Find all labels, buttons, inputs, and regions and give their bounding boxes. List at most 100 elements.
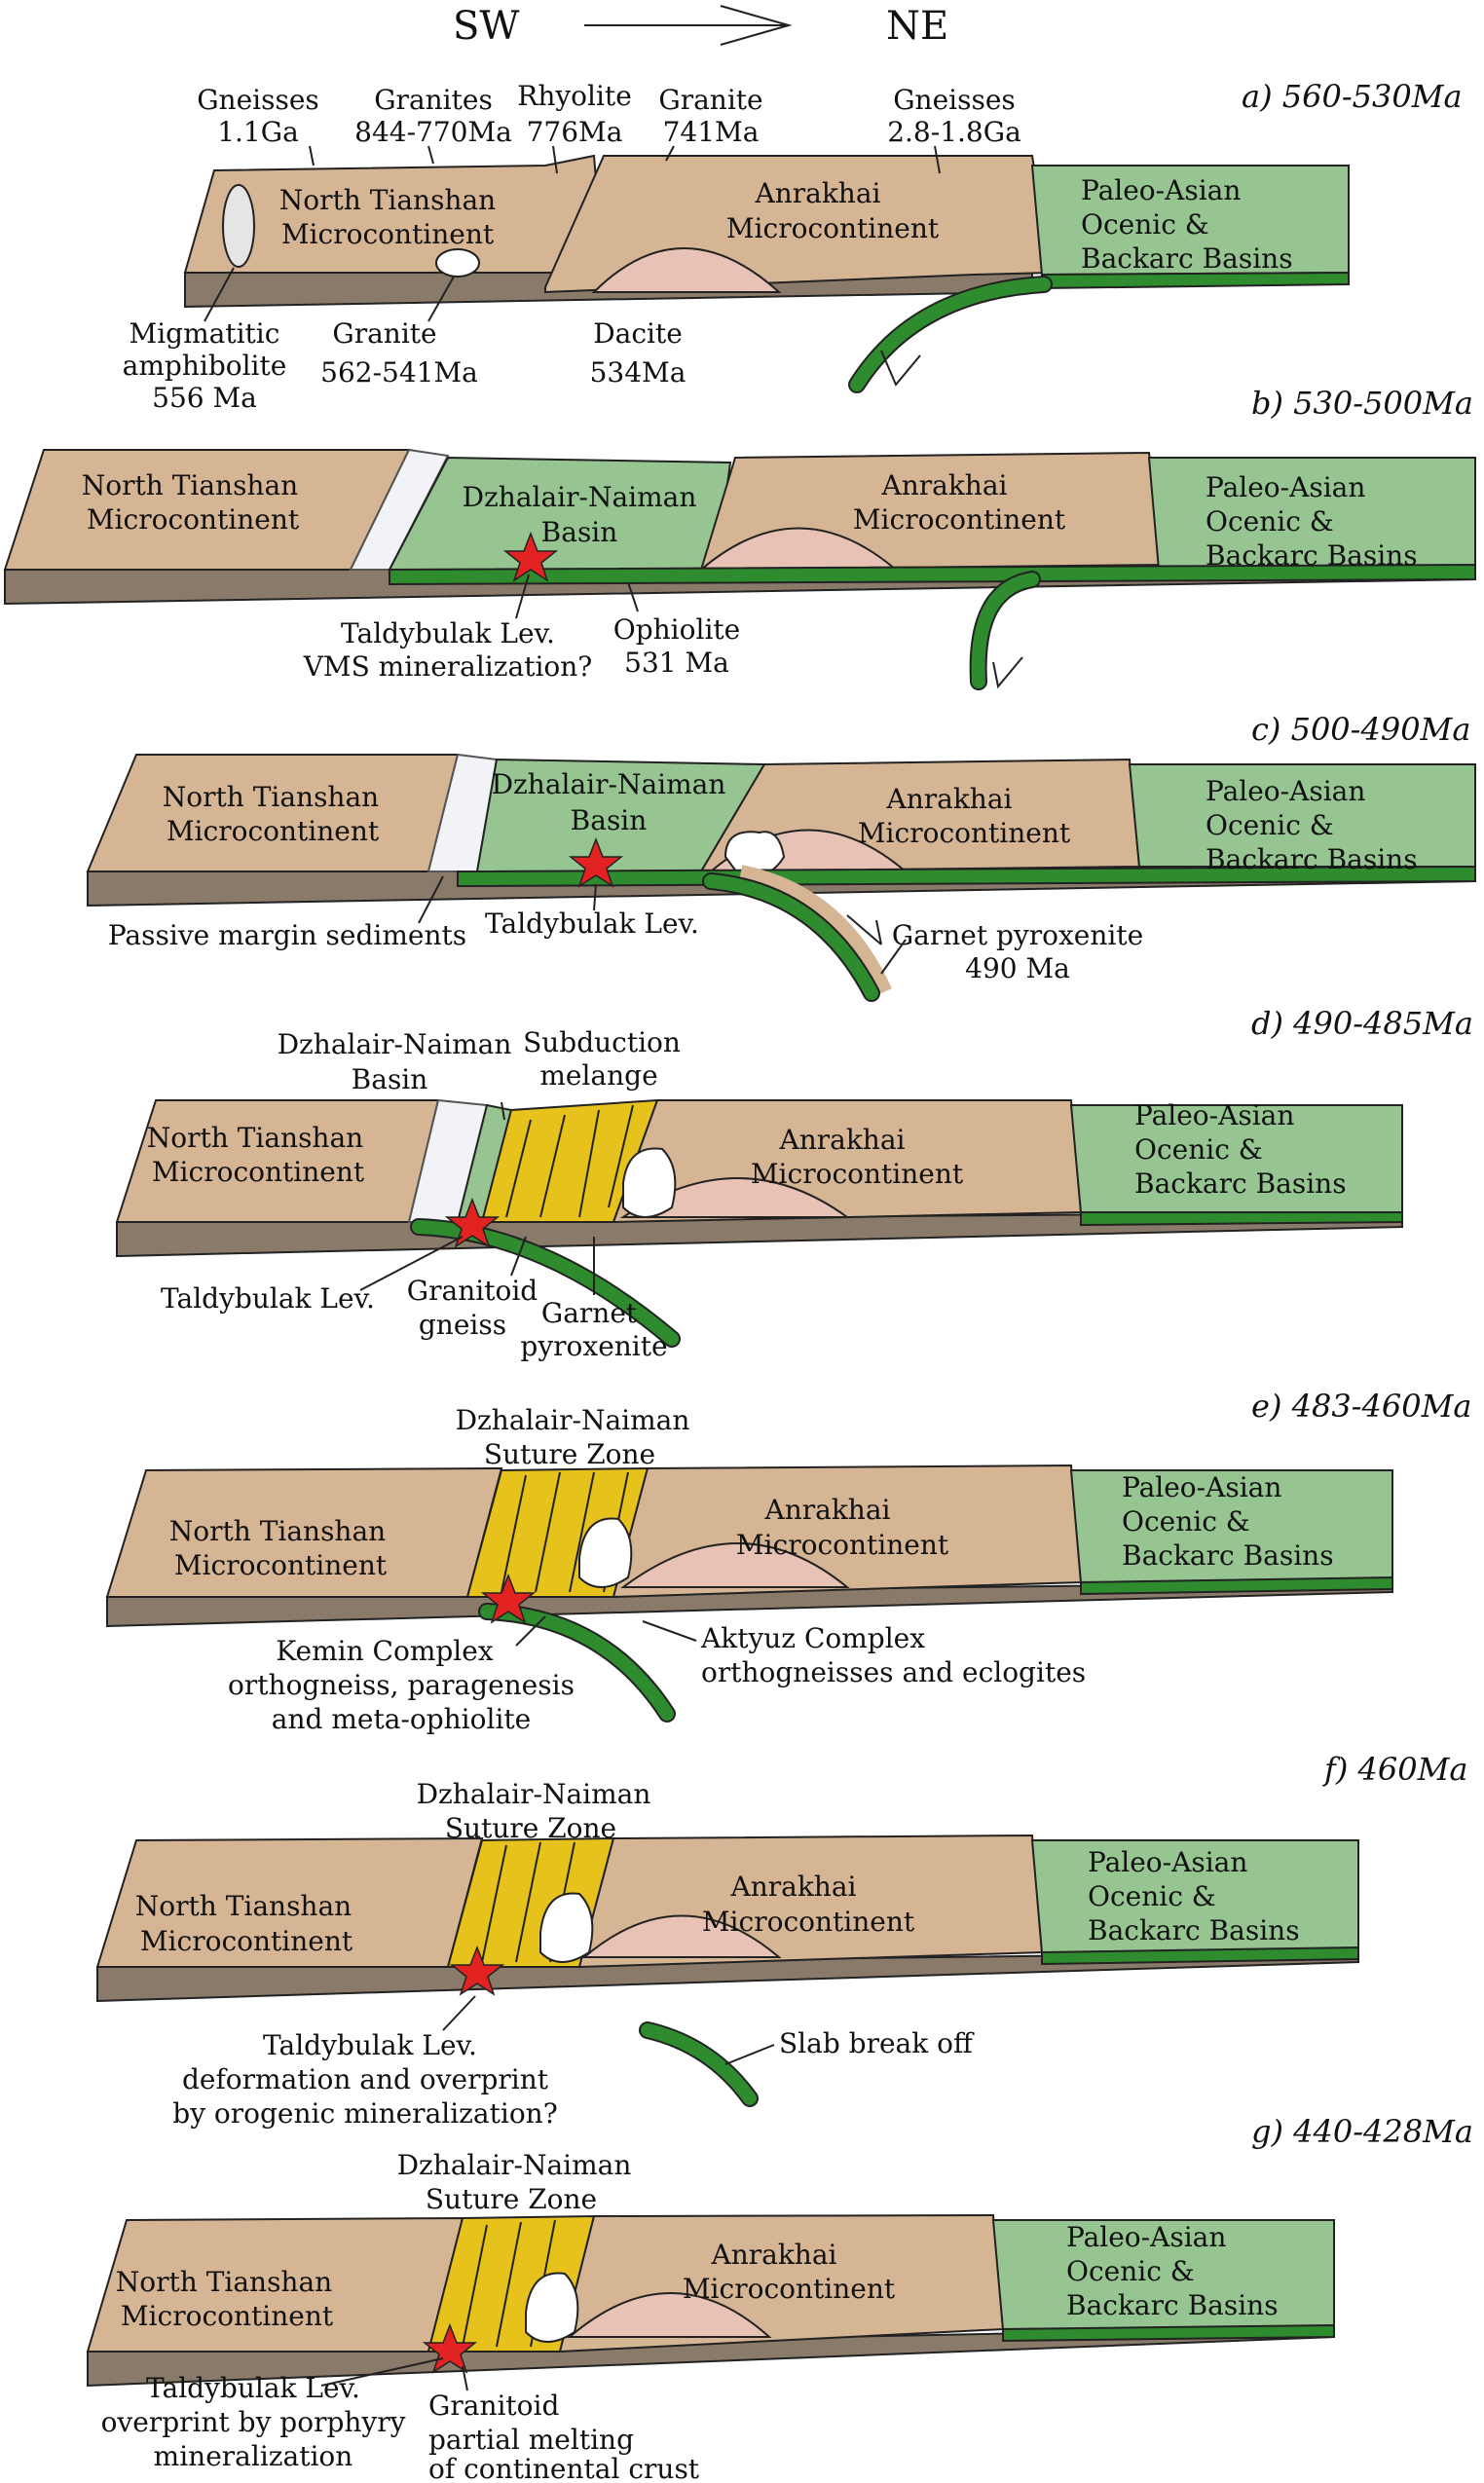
label-migmatitic: Migmatitic [130,317,280,350]
label-taldybulak-f-2: deformation and overprint [182,2063,549,2095]
label-pyroxenite-d: pyroxenite [520,1330,667,1362]
label-anrakhai-g: Anrakhai [711,2239,837,2271]
label-granite-age: 741Ma [663,116,760,148]
panel-a-stage: a) 560-530Ma [1242,78,1463,115]
label-subduction: Subduction [523,1026,681,1058]
label-paleo-asian-d: Paleo-Asian [1134,1099,1294,1131]
label-kemin: Kemin Complex [276,1635,493,1667]
ocean-edge-d [1080,1211,1403,1227]
panel-c: c) 500-490Ma North Tianshan Microcontine… [86,711,1476,1002]
label-north-tianshan: North Tianshan [279,184,496,216]
label-granite-lower: Granite [332,317,436,350]
label-anrakhai-sub: Microcontinent [726,212,940,244]
label-garnet-pyroxenite-age-c: 490 Ma [965,952,1070,984]
label-paleo-asian-2: Ocenic & [1081,208,1209,241]
panel-a-leaders [309,145,941,174]
label-anrakhai-b-sub: Microcontinent [853,503,1066,536]
label-ne-gneisses-age: 2.8-1.8Ga [887,116,1021,148]
panel-b-leaders [515,574,639,619]
pluton-f [539,1892,594,1963]
panel-c-leaders [418,875,907,975]
label-taldybulak-g-3: mineralization [154,2440,353,2472]
slab-c-fill [704,874,878,1000]
panel-f-leaders [442,1995,775,2065]
label-taldybulak-g: Taldybulak Lev. [146,2372,360,2404]
panel-a-lower-leaders [204,267,455,322]
label-paleo-asian-g: Paleo-Asian [1066,2221,1226,2253]
label-taldybulak-g-2: overprint by porphyry [101,2406,406,2438]
panel-b: b) 530-500Ma North Tianshan Microcontine… [3,385,1476,690]
panel-b-stage: b) 530-500Ma [1251,385,1473,422]
label-anrakhai-e: Anrakhai [764,1494,891,1526]
taldybulak-star-b [502,531,559,582]
slab-b-fill [971,573,1039,688]
pluton-e [578,1517,633,1588]
label-dacite: Dacite [593,317,683,350]
taldybulak-star-f [449,1945,505,1996]
sediments-b [349,448,450,571]
label-paleo-asian-c: Paleo-Asian [1206,775,1365,807]
north-tianshan-block [183,154,606,274]
label-ophiolite-b: Ophiolite [613,613,740,646]
volcanic-body-b [698,527,899,571]
ocean-edge-e [1080,1575,1393,1596]
label-suture-g: Suture Zone [426,2183,597,2215]
label-paleo-asian-e-2: Ocenic & [1122,1505,1250,1538]
label-garnet-pyroxenite-c: Garnet pyroxenite [892,919,1143,951]
panel-g: g) 440-428Ma Dzhalair-Naiman Suture Zone… [86,2113,1473,2483]
panel-e-stage: e) 483-460Ma [1251,1388,1471,1425]
panel-d: d) 490-485Ma Dzhalair-Naiman Basin Subdu… [115,1005,1473,1362]
label-paleo-asian-d-3: Backarc Basins [1134,1167,1347,1200]
migmatite-body [222,184,255,268]
label-vms-b: VMS mineralization? [303,650,593,683]
dzhalair-naiman-basin-b [388,456,732,571]
label-rhyolite-age: 776Ma [527,116,623,148]
label-slab-break-off: Slab break off [779,2027,975,2059]
label-suture-f: Suture Zone [445,1812,616,1844]
volcanic-body-g [567,2292,772,2338]
label-anrakhai: Anrakhai [755,177,881,209]
label-kemin-2: orthogneiss, paragenesis [228,1669,575,1701]
dacite-body [591,247,782,293]
label-granites: Granites [374,84,493,116]
label-paleo-asian: Paleo-Asian [1081,174,1241,206]
label-granite: Granite [658,84,762,116]
subduction-arrow-icon-b [992,656,1023,689]
label-paleo-asian-c-2: Ocenic & [1206,809,1334,841]
north-tianshan-block-e [105,1466,503,1598]
label-north-tianshan-f: North Tianshan [135,1890,352,1922]
panel-d-leaders [359,1101,595,1295]
label-ophiolite-age-b: 531 Ma [624,647,729,679]
label-basin-c: Basin [571,804,648,836]
ocean-edge-f [1041,1946,1359,1966]
label-basin-d: Basin [352,1063,428,1095]
label-north-tianshan-c: North Tianshan [163,781,379,813]
volcanic-body-f [581,1914,782,1958]
slab-breakoff-f-fill [641,2023,757,2105]
label-dacite-age: 534Ma [590,356,686,389]
label-taldybulak-c: Taldybulak Lev. [485,908,699,940]
pluton-g [525,2272,579,2343]
north-tianshan-block-c [86,754,460,872]
label-aktyuz: Aktyuz Complex [700,1622,925,1654]
label-north-tianshan-e: North Tianshan [169,1515,386,1547]
label-dzhalair-c: Dzhalair-Naiman [492,768,726,800]
label-dzhalair-g: Dzhalair-Naiman [397,2149,632,2181]
label-dzhalair-f: Dzhalair-Naiman [417,1778,651,1810]
label-north-tianshan-d: North Tianshan [147,1122,363,1154]
volcanic-body-e [619,1542,850,1588]
label-garnet-d: Garnet [541,1297,638,1329]
north-tianshan-block-f [95,1836,484,1968]
panel-d-stage: d) 490-485Ma [1251,1005,1473,1042]
label-paleo-asian-g-2: Ocenic & [1066,2255,1195,2287]
panel-e: e) 483-460Ma Dzhalair-Naiman Suture Zone… [105,1388,1471,1735]
pluton-d [622,1147,677,1218]
label-anrakhai-c: Anrakhai [886,783,1013,815]
label-anrakhai-f-sub: Microcontinent [702,1906,915,1938]
label-granites-age: 844-770Ma [354,116,512,148]
taldybulak-star-e [480,1573,537,1624]
label-gneisses: Gneisses [197,84,319,116]
label-anrakhai-e-sub: Microcontinent [736,1529,949,1561]
label-anrakhai-f: Anrakhai [730,1871,857,1903]
